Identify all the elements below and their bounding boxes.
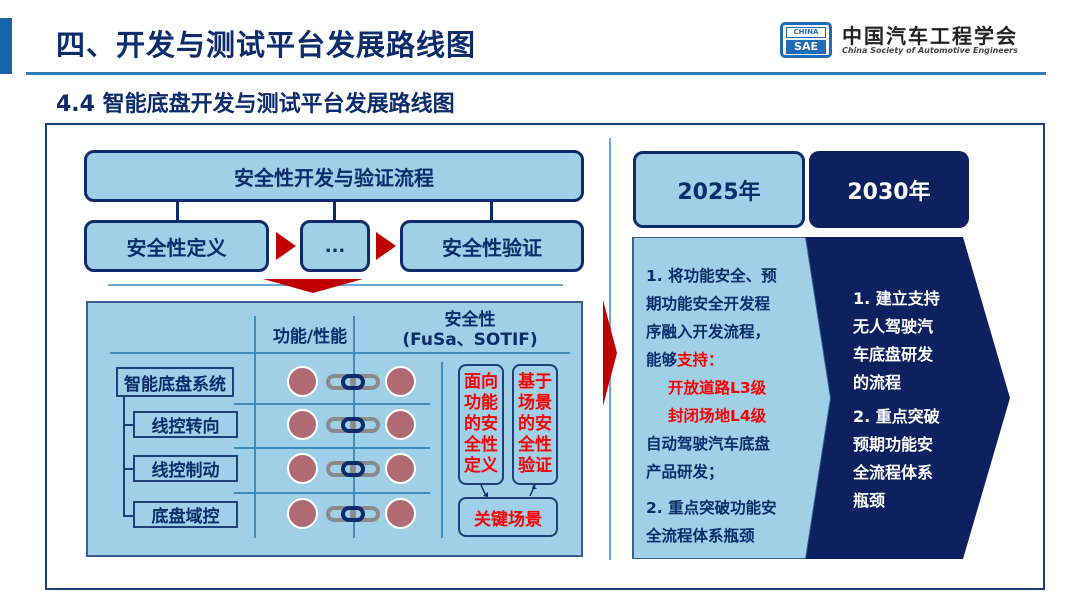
title-divider <box>26 72 1046 75</box>
safety-dot-icon <box>385 366 416 397</box>
red-arrow-icon <box>376 232 396 260</box>
scenario-based-safety-verification-box: 基于 场景 的安 全性 验证 <box>512 364 558 485</box>
box-line: 的安 <box>518 414 552 434</box>
box-line: 验证 <box>518 456 552 476</box>
tree-item-brake-by-wire: 线控制动 <box>133 455 238 482</box>
box-line: 全性 <box>518 435 552 455</box>
flow-step-safety-verification: 安全性验证 <box>400 220 584 272</box>
year-2030-header: 2030年 <box>809 151 969 228</box>
safety-dot-icon <box>385 453 416 484</box>
function-dot-icon <box>287 453 318 484</box>
tree-branch <box>123 424 133 426</box>
down-arrow-icon <box>263 279 363 293</box>
box-line: 基于 <box>518 372 552 392</box>
logo-name-en: China Society of Automotive Engineers <box>842 46 1018 55</box>
chain-link-icon <box>326 417 380 433</box>
page-title: 四、开发与测试平台发展路线图 <box>56 28 477 62</box>
roadmap-chevron <box>632 237 1010 559</box>
safety-dot-icon <box>385 409 416 440</box>
highlight-l4: 封闭场地L4级 <box>668 407 767 425</box>
tree-branch <box>123 468 133 470</box>
row-grid-line <box>234 403 430 405</box>
chain-link-icon <box>326 506 380 522</box>
text-line: 2. 重点突破功能安 <box>646 499 777 517</box>
function-dot-icon <box>287 498 318 529</box>
chain-link-icon <box>326 374 380 390</box>
safety-header-line2: (FuSa、SOTIF) <box>402 330 538 350</box>
text-line: 产品研发； <box>646 463 724 481</box>
china-sae-badge-icon: CHINA SAE <box>780 22 832 58</box>
flow-step-ellipsis: ... <box>300 220 370 272</box>
text-line: 能够支持： <box>646 346 806 374</box>
text-line: 全流程体系瓶颈 <box>646 527 755 545</box>
right-arrow-icon <box>603 300 617 406</box>
column-header-function: 功能/性能 <box>272 327 348 347</box>
chain-link-icon <box>326 461 380 477</box>
text-line: 车底盘研发 <box>853 345 934 364</box>
text-line: 无人驾驶汽 <box>853 317 934 336</box>
badge-top-text: CHINA <box>786 27 826 38</box>
function-dot-icon <box>287 366 318 397</box>
flow-step-safety-definition: 安全性定义 <box>84 220 269 272</box>
text-line: 瓶颈 <box>853 491 886 510</box>
text-line: 自动驾驶汽车底盘 <box>646 435 771 453</box>
text-line: 预期功能安 <box>853 435 934 454</box>
logo-name-cn: 中国汽车工程学会 <box>842 24 1018 48</box>
box-line: 功能 <box>464 393 498 413</box>
row-grid-line <box>234 492 430 494</box>
row-grid-line <box>234 447 430 449</box>
text-line: 序融入开发流程， <box>646 323 771 341</box>
connector-line <box>176 202 179 220</box>
small-arrows-icon <box>480 484 537 497</box>
logo: CHINA SAE 中国汽车工程学会 China Society of Auto… <box>780 20 1050 60</box>
box-line: 定义 <box>464 456 498 476</box>
red-arrow-icon <box>276 232 296 260</box>
text-line: 全流程体系 <box>853 463 934 482</box>
text-line: 的流程 <box>853 373 902 392</box>
grid-line <box>254 316 256 538</box>
safety-dot-icon <box>385 498 416 529</box>
function-dot-icon <box>287 409 318 440</box>
badge-bottom-text: SAE <box>786 40 826 54</box>
tree-branch <box>123 515 133 517</box>
roadmap-2025-text: 1. 将功能安全、预 期功能安全开发程 序融入开发流程， 能够支持： 开放道路L… <box>646 262 806 550</box>
box-line: 的安 <box>464 414 498 434</box>
safety-header-line1: 安全性 <box>444 310 496 330</box>
tree-item-chassis-domain-control: 底盘域控 <box>133 501 238 528</box>
key-scenario-box: 关键场景 <box>458 497 558 537</box>
flow-main-box: 安全性开发与验证流程 <box>84 150 584 202</box>
column-header-safety: 安全性 (FuSa、SOTIF) <box>355 310 585 350</box>
box-line: 面向 <box>464 372 498 392</box>
box-line: 全性 <box>464 435 498 455</box>
roadmap-2030-text: 1. 建立支持 无人驾驶汽 车底盘研发 的流程 2. 重点突破 预期功能安 全流… <box>853 285 968 515</box>
content-frame <box>45 123 1045 590</box>
tree-root-chassis-system: 智能底盘系统 <box>116 367 234 397</box>
text-span: 能够 <box>646 351 678 369</box>
year-2025-header: 2025年 <box>633 151 805 228</box>
text-span-highlight: 支持： <box>677 351 724 369</box>
text-line: 期功能安全开发程 <box>646 295 771 313</box>
text-line: 2. 重点突破 <box>853 407 940 426</box>
tree-trunk <box>123 396 125 517</box>
box-line: 场景 <box>518 393 552 413</box>
header-grid-line <box>110 352 570 354</box>
text-line: 1. 将功能安全、预 <box>646 267 777 285</box>
text-line: 1. 建立支持 <box>853 289 940 308</box>
function-oriented-safety-definition-box: 面向 功能 的安 全性 定义 <box>458 364 504 485</box>
tree-item-steer-by-wire: 线控转向 <box>133 411 238 438</box>
connector-line <box>333 202 336 220</box>
title-accent-bar <box>0 18 12 74</box>
highlight-l3: 开放道路L3级 <box>668 379 767 397</box>
connector-line <box>490 202 493 220</box>
grid-line <box>441 362 443 538</box>
section-subtitle: 4.4 智能底盘开发与测试平台发展路线图 <box>56 92 455 117</box>
